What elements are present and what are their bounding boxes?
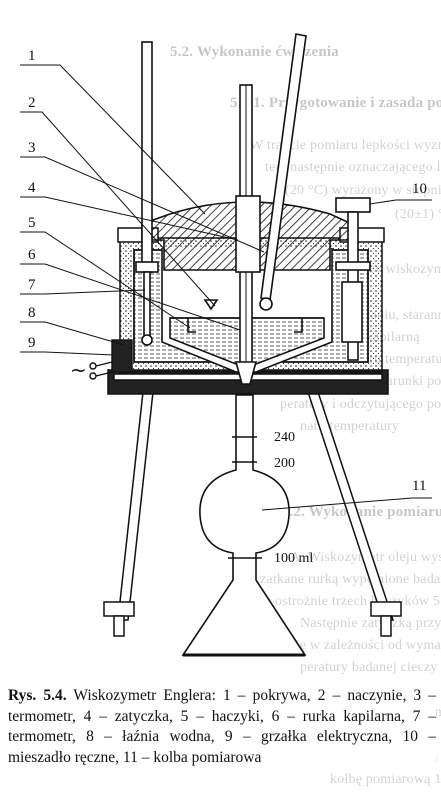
show-through-line: się w zależności od wymaganej temperatur… (290, 638, 441, 653)
show-through-line: Następnie zatyczką przykryć (300, 616, 441, 631)
flask-mark-100: 100 ml (274, 551, 313, 566)
show-through-line: peratury badanej cieczy można przystąpić (300, 660, 441, 675)
flask-mark-240: 240 (274, 430, 295, 445)
electric-heater (89, 339, 133, 380)
label-7: 7 (28, 277, 36, 293)
label-5: 5 (28, 215, 36, 231)
show-through-line: zatkane rurką wypełnione badaną cieczą (260, 572, 441, 587)
caption-label: Rys. 5.4. (8, 687, 67, 704)
tripod-legs (103, 391, 402, 637)
show-through-line: W trakcie pomiaru lepkości wyznaczamy cz… (250, 138, 441, 153)
label-1: 1 (28, 48, 36, 64)
figure-caption: Rys. 5.4. Wiskozymetr Englera: 1 – pokry… (8, 686, 436, 768)
show-through-line: (20±1) °C (395, 207, 441, 222)
label-11: 11 (412, 478, 426, 494)
label-6: 6 (28, 247, 36, 263)
show-through-line: kolbę pomiarową 100 ml (330, 772, 441, 787)
show-through-line: tem następnie oznaczającego lepkość (265, 160, 441, 175)
caption-text: Wiskozymetr Englera: 1 – pokrywa, 2 – na… (8, 687, 436, 766)
show-through-line: 5.2.1. Przygotowanie i zasada pomiaru (230, 95, 441, 111)
power-symbol: ~ (70, 358, 87, 382)
label-10: 10 (412, 181, 427, 197)
label-3: 3 (28, 140, 36, 156)
thermometer-left (135, 41, 159, 346)
measuring-flask (181, 394, 307, 657)
label-8: 8 (28, 305, 36, 321)
label-9: 9 (28, 335, 36, 351)
leader-lines (20, 64, 432, 511)
lid (141, 195, 353, 273)
label-2: 2 (28, 95, 36, 111)
show-through-line: (20 °C) wyrażony w stopniach (285, 183, 441, 198)
engler-viscometer-drawing: 1 2 3 4 5 6 7 8 9 10 11 ~ 240 200 100 ml (20, 33, 432, 657)
hand-stirrer (335, 197, 371, 361)
flask-mark-200: 200 (274, 456, 295, 471)
thermometer-inclined (259, 33, 307, 311)
label-4: 4 (28, 180, 36, 196)
